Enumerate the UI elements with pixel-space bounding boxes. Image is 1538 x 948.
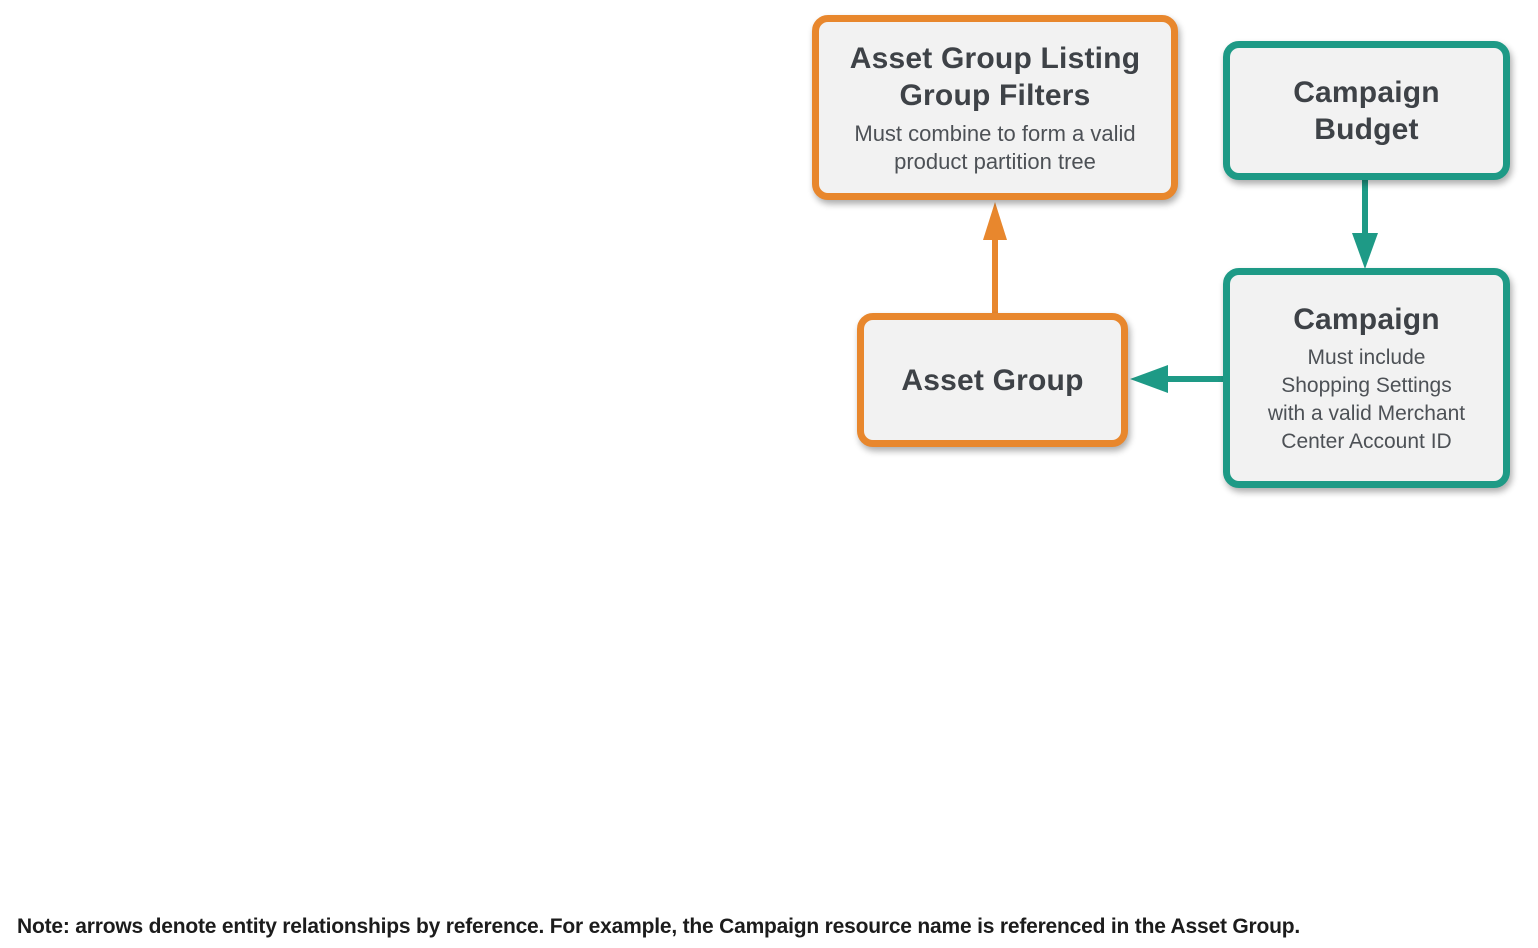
node-title: Asset Group Listing Group Filters	[849, 41, 1141, 112]
node-title: Campaign	[1293, 302, 1440, 336]
node-asset-group-listing-group-filters: Asset Group Listing Group Filters Must c…	[812, 15, 1178, 200]
edge-campaign-budget-to-campaign-arrow	[1352, 178, 1378, 269]
node-asset-group: Asset Group	[857, 313, 1128, 447]
node-subtitle: Must combine to form a valid product par…	[854, 120, 1136, 174]
node-title: Asset Group	[901, 363, 1084, 397]
footnote: Note: arrows denote entity relationships…	[17, 915, 1300, 938]
node-campaign: Campaign Must include Shopping Settings …	[1223, 268, 1510, 488]
node-title: Campaign Budget	[1293, 75, 1440, 146]
node-campaign-budget: Campaign Budget	[1223, 41, 1510, 180]
edge-asset-group-to-listing-filters-arrow	[983, 202, 1007, 314]
edge-campaign-to-asset-group-arrow	[1130, 365, 1224, 393]
node-subtitle: Must include Shopping Settings with a va…	[1267, 345, 1466, 453]
